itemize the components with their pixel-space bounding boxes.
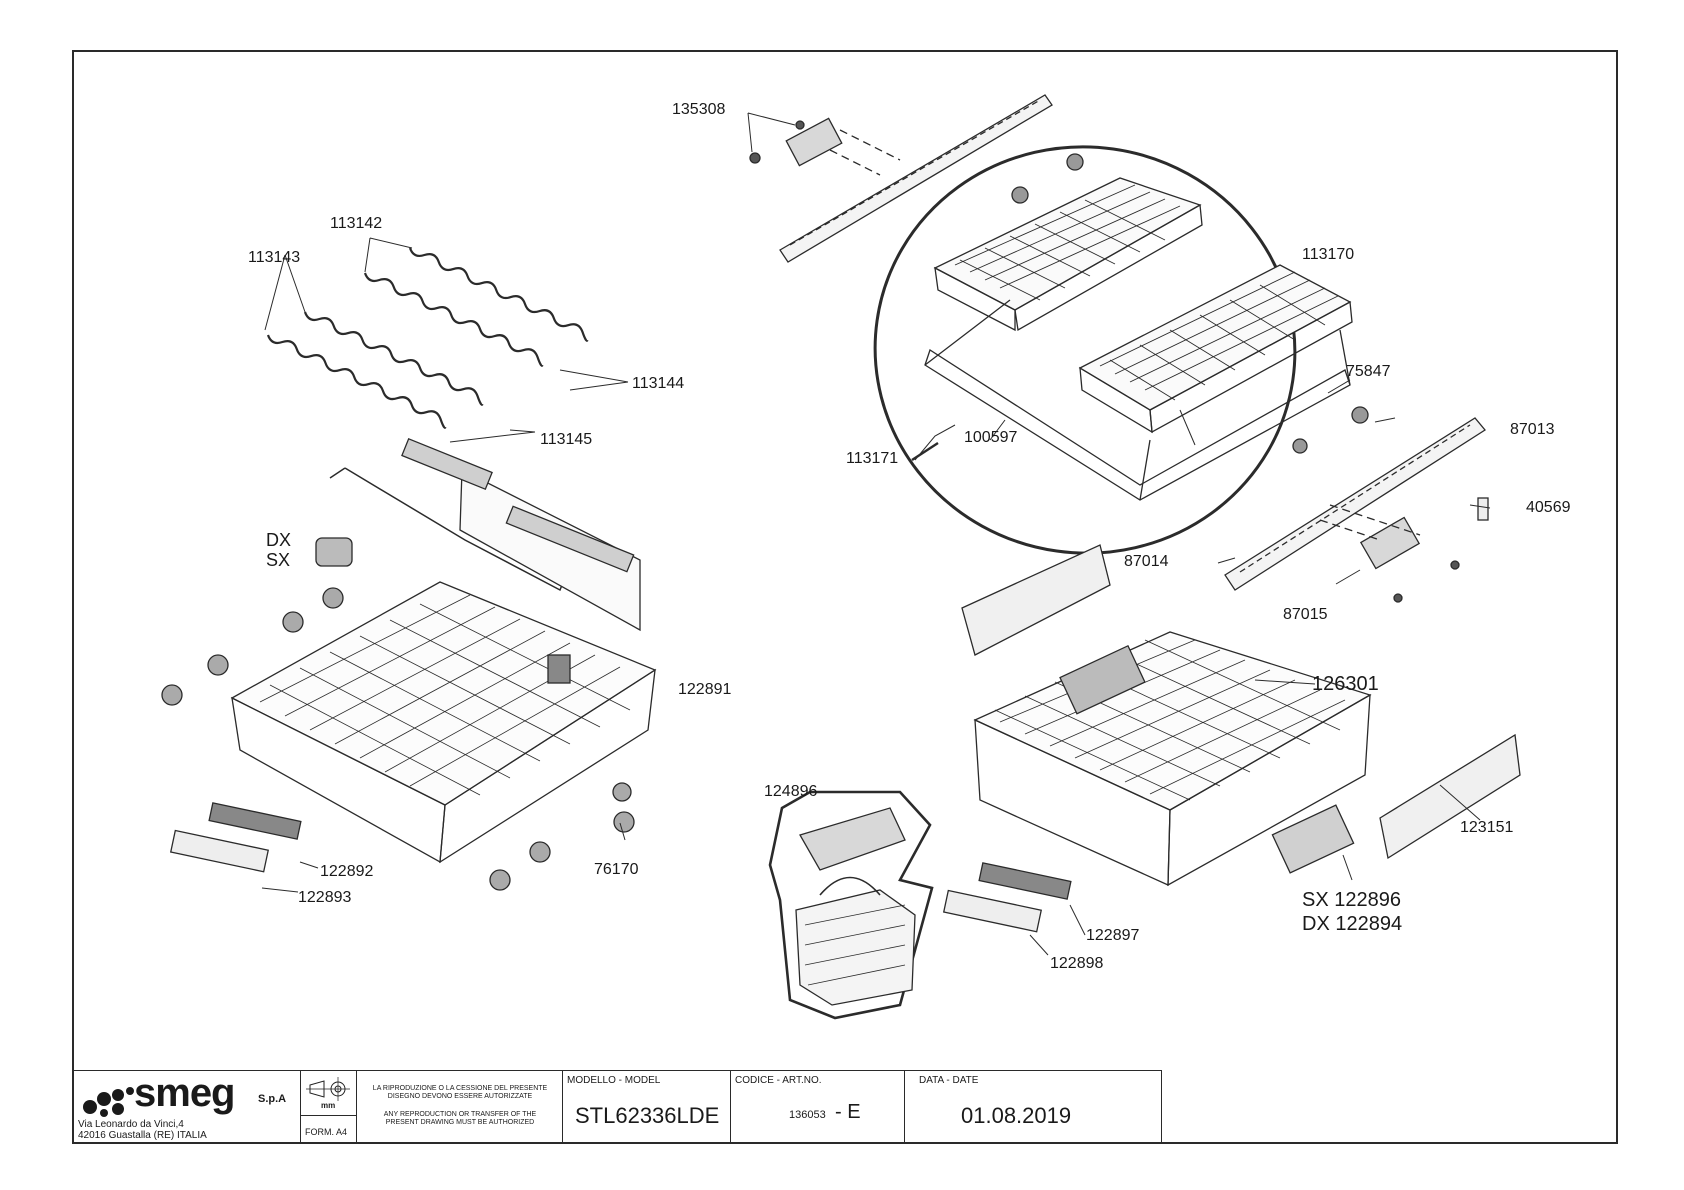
unit-format-cell: mm FORM. A4 xyxy=(300,1071,357,1143)
cutlery-tray-assembly xyxy=(873,145,1369,555)
code-number: 136053 xyxy=(789,1109,826,1121)
callout-124896: 124896 xyxy=(764,783,818,800)
callout-113171: 113171 xyxy=(846,450,899,467)
address-line-1: Via Leonardo da Vinci,4 xyxy=(78,1119,184,1130)
model-value: STL62336LDE xyxy=(575,1103,720,1128)
callout-113143: 113143 xyxy=(248,249,301,266)
smeg-logo: smeg S.p.A xyxy=(78,1071,286,1117)
callout-122892: 122892 xyxy=(320,863,374,880)
projection-symbol-icon xyxy=(306,1077,350,1101)
callout-87015: 87015 xyxy=(1283,606,1328,623)
date-caption: DATA - DATE xyxy=(919,1075,979,1086)
callout-76170: 76170 xyxy=(594,861,639,878)
callout-dx-122894: DX 122894 xyxy=(1302,913,1403,935)
notice-italian: LA RIPRODUZIONE O LA CESSIONE DEL PRESEN… xyxy=(372,1085,548,1101)
model-caption: MODELLO - MODEL xyxy=(567,1075,661,1086)
smeg-dots-icon xyxy=(83,1087,134,1117)
callout-113142: 113142 xyxy=(330,215,383,232)
model-cell: MODELLO - MODEL STL62336LDE xyxy=(562,1071,730,1143)
lower-slide-rail xyxy=(1224,417,1489,603)
title-block: smeg S.p.A Via Leonardo da Vinci,4 42016… xyxy=(72,1070,1162,1144)
callout-sx-122896: SX 122896 xyxy=(1302,889,1401,911)
callout-113145: 113145 xyxy=(540,431,593,448)
article-code-cell: CODICE - ART.NO. 136053 - E xyxy=(730,1071,904,1143)
callout-sx: SX xyxy=(266,550,291,570)
callout-135308: 135308 xyxy=(672,101,726,118)
reproduction-notice-cell: LA RIPRODUZIONE O LA CESSIONE DEL PRESEN… xyxy=(356,1071,562,1143)
drawing-sheet xyxy=(72,50,1618,1144)
callout-122898: 122898 xyxy=(1050,955,1104,972)
callout-75847: 75847 xyxy=(1346,363,1391,380)
callout-100597: 100597 xyxy=(964,429,1018,446)
folding-tine-rows xyxy=(266,247,589,429)
date-cell: DATA - DATE 01.08.2019 xyxy=(904,1071,1160,1143)
callout-126301: 126301 xyxy=(1312,673,1379,695)
callout-dx: DX xyxy=(266,530,292,550)
upper-slide-rail xyxy=(747,94,1053,263)
code-revision: - E xyxy=(835,1101,861,1123)
date-value: 01.08.2019 xyxy=(961,1103,1072,1128)
lower-basket xyxy=(942,544,1521,933)
callout-87014: 87014 xyxy=(1124,553,1169,570)
callout-113170: 113170 xyxy=(1302,246,1355,263)
format-label: FORM. A4 xyxy=(305,1127,348,1137)
brand-name: smeg xyxy=(134,1071,235,1115)
callout-123151: 123151 xyxy=(1460,819,1514,836)
callout-87013: 87013 xyxy=(1510,421,1555,438)
callout-122893: 122893 xyxy=(298,889,352,906)
callout-113144: 113144 xyxy=(632,375,685,392)
brand-suffix: S.p.A xyxy=(258,1093,287,1105)
callout-122897: 122897 xyxy=(1086,927,1140,944)
callout-122891: 122891 xyxy=(678,681,732,698)
code-caption: CODICE - ART.NO. xyxy=(735,1075,822,1086)
callout-40569: 40569 xyxy=(1526,499,1571,516)
address-line-2: 42016 Guastalla (RE) ITALIA xyxy=(78,1130,207,1141)
notice-english: ANY REPRODUCTION OR TRANSFER OF THE PRES… xyxy=(383,1111,537,1127)
unit-label: mm xyxy=(321,1101,336,1110)
cutlery-basket xyxy=(768,790,934,1020)
upper-basket xyxy=(161,437,657,891)
